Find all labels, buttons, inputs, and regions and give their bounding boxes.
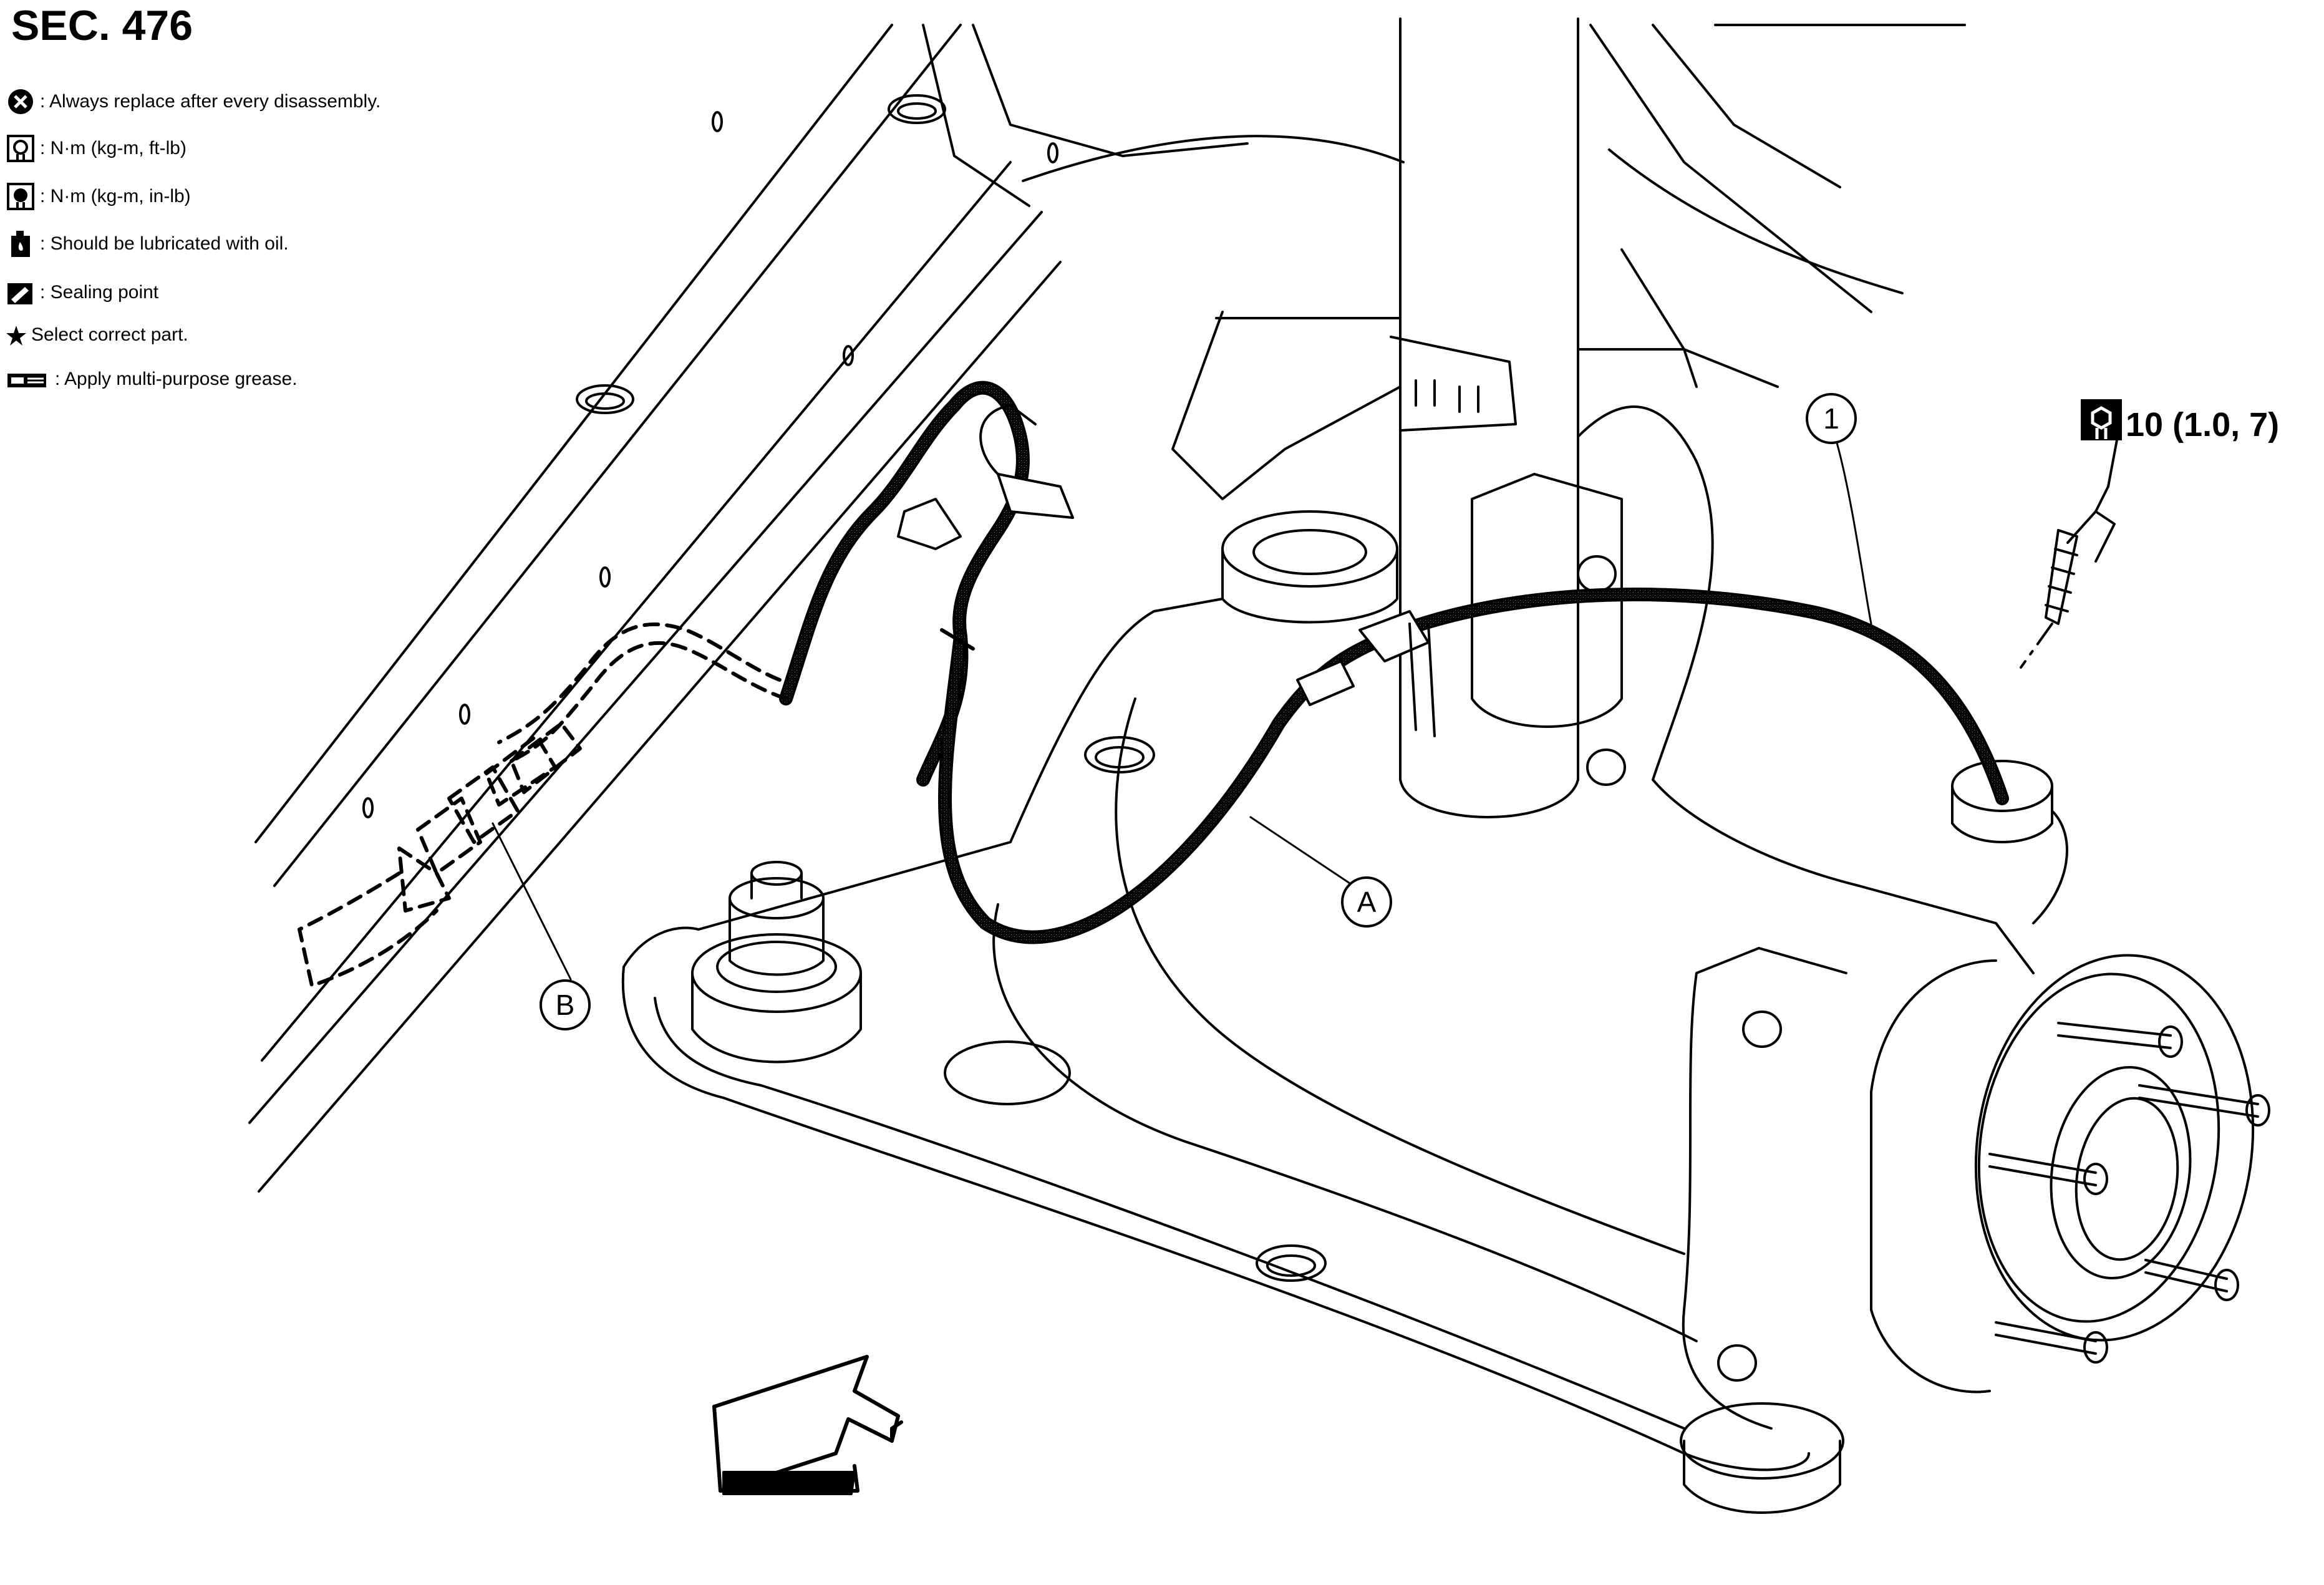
- callout-1: 1: [1806, 393, 1857, 444]
- legend-text: : Always replace after every disassembly…: [40, 91, 381, 112]
- sealant-icon: [6, 278, 35, 307]
- legend-text: : Should be lubricated with oil.: [40, 233, 289, 254]
- legend-item-torque-in-lb: : N·m (kg-m, in-lb): [6, 182, 191, 211]
- torque-wrench-icon: [6, 134, 35, 163]
- legend-text: : Sealing point: [40, 282, 159, 303]
- body-frame: [248, 24, 1966, 1193]
- leader-lines: [491, 442, 1872, 981]
- legend-text: : N·m (kg-m, ft-lb): [40, 138, 186, 158]
- star-icon: [6, 321, 26, 349]
- legend-item-grease: : Apply multi-purpose grease.: [6, 365, 298, 394]
- lower-control-arm: [621, 598, 1844, 1514]
- wheel-hub: [1870, 954, 2270, 1394]
- torque-wrench-icon: [2081, 399, 2122, 440]
- replace-x-icon: [6, 87, 35, 116]
- strut-assembly: [1171, 17, 1698, 818]
- legend-item-oil: : Should be lubricated with oil.: [6, 230, 289, 258]
- callout-a: A: [1341, 876, 1392, 928]
- oil-can-icon: [6, 230, 35, 258]
- hidden-harness-connector: [298, 622, 788, 987]
- legend-item-sealing: : Sealing point: [6, 278, 158, 307]
- legend-text: Select correct part.: [31, 324, 188, 345]
- front-direction-arrow-icon: [712, 1355, 903, 1495]
- legend-item-torque-ft-lb: : N·m (kg-m, ft-lb): [6, 134, 186, 163]
- abs-sensor-harness: [779, 380, 2009, 944]
- wheel-studs: [1988, 1022, 2270, 1364]
- steering-knuckle: [1577, 405, 2068, 1430]
- torque-spec-label: 10 (1.0, 7): [2126, 406, 2280, 444]
- torque-wrench-small-icon: [6, 182, 35, 211]
- callout-b: B: [540, 979, 591, 1030]
- legend-text: : N·m (kg-m, in-lb): [40, 186, 191, 206]
- sensor-bolt: [2020, 435, 2119, 669]
- section-title: SEC. 476: [11, 2, 193, 49]
- legend-text: : Apply multi-purpose grease.: [55, 369, 298, 389]
- grease-icon: [6, 365, 50, 394]
- legend-item-replace: : Always replace after every disassembly…: [6, 87, 380, 116]
- legend-item-select-part: Select correct part.: [6, 321, 188, 349]
